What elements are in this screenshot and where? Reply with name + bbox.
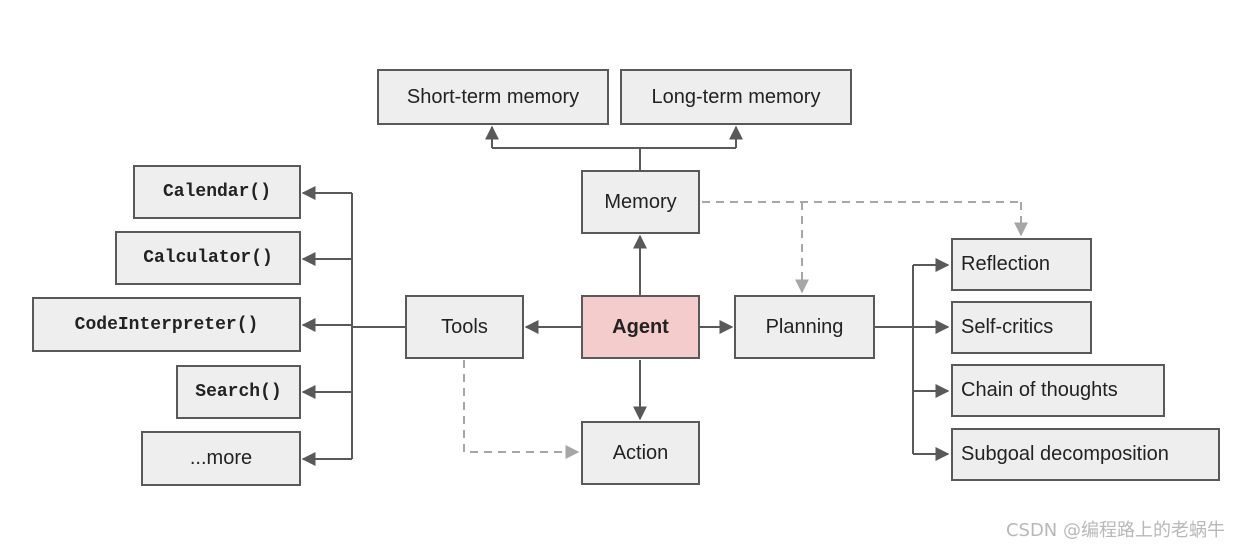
planning-box: Planning bbox=[734, 295, 875, 359]
long-term-memory-box: Long-term memory bbox=[620, 69, 852, 125]
chain-of-thoughts-box: Chain of thoughts bbox=[951, 364, 1165, 417]
agent-box: Agent bbox=[581, 295, 700, 359]
watermark: CSDN @编程路上的老蜗牛 bbox=[1005, 520, 1225, 541]
self-critics-box: Self-critics bbox=[951, 301, 1092, 354]
code-interpreter-tool-box: CodeInterpreter() bbox=[32, 297, 301, 352]
tools-branch-line bbox=[351, 193, 405, 459]
memory-box: Memory bbox=[581, 170, 700, 234]
calendar-tool-box: Calendar() bbox=[133, 165, 301, 219]
planning-branch-line bbox=[875, 265, 914, 454]
reflection-box: Reflection bbox=[951, 238, 1092, 291]
short-term-memory-box: Short-term memory bbox=[377, 69, 609, 125]
tools-box: Tools bbox=[405, 295, 524, 359]
search-tool-box: Search() bbox=[176, 365, 301, 419]
calculator-tool-box: Calculator() bbox=[115, 231, 301, 285]
subgoal-decomposition-box: Subgoal decomposition bbox=[951, 428, 1220, 481]
dashed-arrow-tools-to-action bbox=[463, 360, 580, 459]
more-tools-box: ...more bbox=[141, 431, 301, 486]
action-box: Action bbox=[581, 421, 700, 485]
memory-branch-line bbox=[492, 147, 736, 170]
